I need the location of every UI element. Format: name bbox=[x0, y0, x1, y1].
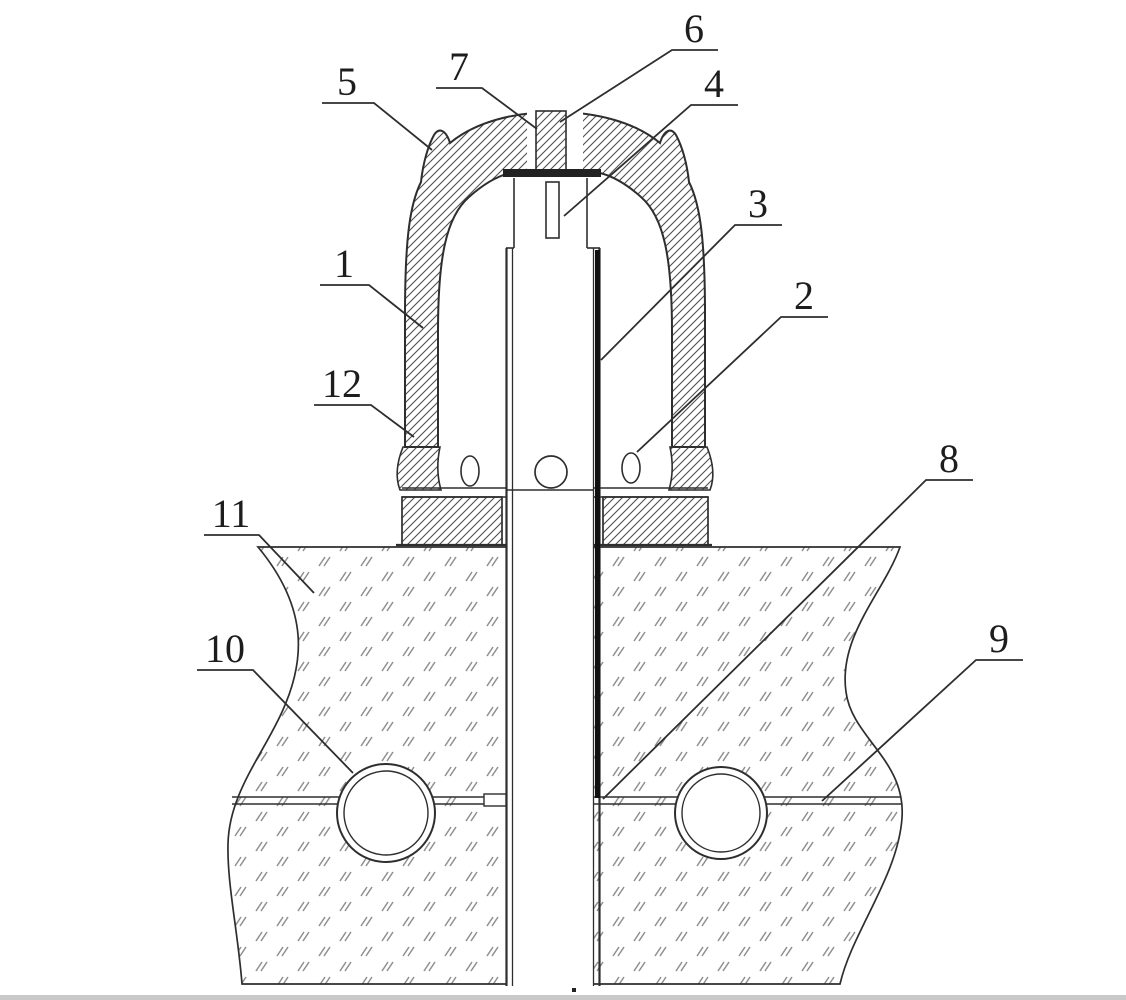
callout-4-leader bbox=[563, 104, 738, 217]
callout-11-number: 11 bbox=[212, 491, 251, 536]
callout-7-leader bbox=[436, 87, 538, 130]
callout-11: 11 bbox=[204, 491, 315, 594]
callout-1-number: 1 bbox=[334, 241, 354, 286]
callout-3-number: 3 bbox=[748, 181, 768, 226]
callout-8-number: 8 bbox=[939, 436, 959, 481]
callout-4-number: 4 bbox=[704, 61, 724, 106]
center-tube bbox=[483, 178, 601, 992]
callout-3: 3 bbox=[600, 181, 782, 361]
callout-6-number: 6 bbox=[684, 6, 704, 51]
callouts: 5 7 6 4 3 2 1 bbox=[197, 6, 1023, 802]
seam-collar bbox=[483, 793, 507, 807]
bolt-hole-right bbox=[621, 452, 641, 484]
callout-7: 7 bbox=[436, 44, 538, 130]
callout-6: 6 bbox=[559, 6, 718, 123]
skirt-left bbox=[396, 446, 443, 491]
bottom-edge-strip bbox=[0, 995, 1126, 1000]
callout-1: 1 bbox=[320, 241, 424, 329]
callout-6-leader bbox=[559, 49, 718, 123]
housing-cross-section bbox=[404, 103, 706, 448]
flange-base bbox=[396, 446, 714, 547]
callout-5-leader bbox=[322, 102, 433, 151]
bolt-hole-left bbox=[460, 455, 480, 487]
pipe-cross-section-left-outer bbox=[336, 763, 436, 863]
callout-7-number: 7 bbox=[449, 44, 469, 89]
tube-cap bbox=[503, 169, 601, 177]
callout-10-leader bbox=[197, 669, 354, 774]
base-block-left bbox=[401, 496, 503, 546]
callout-9-leader bbox=[821, 659, 1023, 802]
callout-10-number: 10 bbox=[205, 626, 245, 671]
callout-4: 4 bbox=[563, 61, 738, 217]
callout-5: 5 bbox=[322, 59, 433, 151]
callout-2: 2 bbox=[636, 273, 828, 453]
callout-12-number: 12 bbox=[322, 361, 362, 406]
pipe-cross-section-right-inner bbox=[681, 773, 761, 853]
pipe-cross-section-left-inner bbox=[343, 770, 429, 856]
callout-2-number: 2 bbox=[794, 273, 814, 318]
tube-bore bbox=[506, 248, 594, 986]
callout-12-leader bbox=[314, 404, 415, 438]
callout-1-leader bbox=[320, 284, 424, 329]
center-hole bbox=[534, 455, 568, 489]
callout-8-leader bbox=[602, 479, 973, 800]
skirt-right bbox=[667, 446, 714, 491]
callout-2-leader bbox=[636, 316, 828, 453]
callout-9: 9 bbox=[821, 616, 1023, 802]
bottom-mark bbox=[572, 988, 576, 992]
callout-5-number: 5 bbox=[337, 59, 357, 104]
callout-8: 8 bbox=[602, 436, 973, 800]
callout-10: 10 bbox=[197, 626, 354, 774]
pipe-cross-section-right-outer bbox=[674, 766, 768, 860]
buried-pipes bbox=[336, 763, 768, 863]
callout-3-leader bbox=[600, 224, 782, 361]
callout-9-number: 9 bbox=[989, 616, 1009, 661]
callout-11-leader bbox=[204, 534, 315, 594]
base-block-right bbox=[602, 496, 709, 546]
callout-12: 12 bbox=[314, 361, 415, 438]
inner-slot bbox=[545, 181, 560, 239]
